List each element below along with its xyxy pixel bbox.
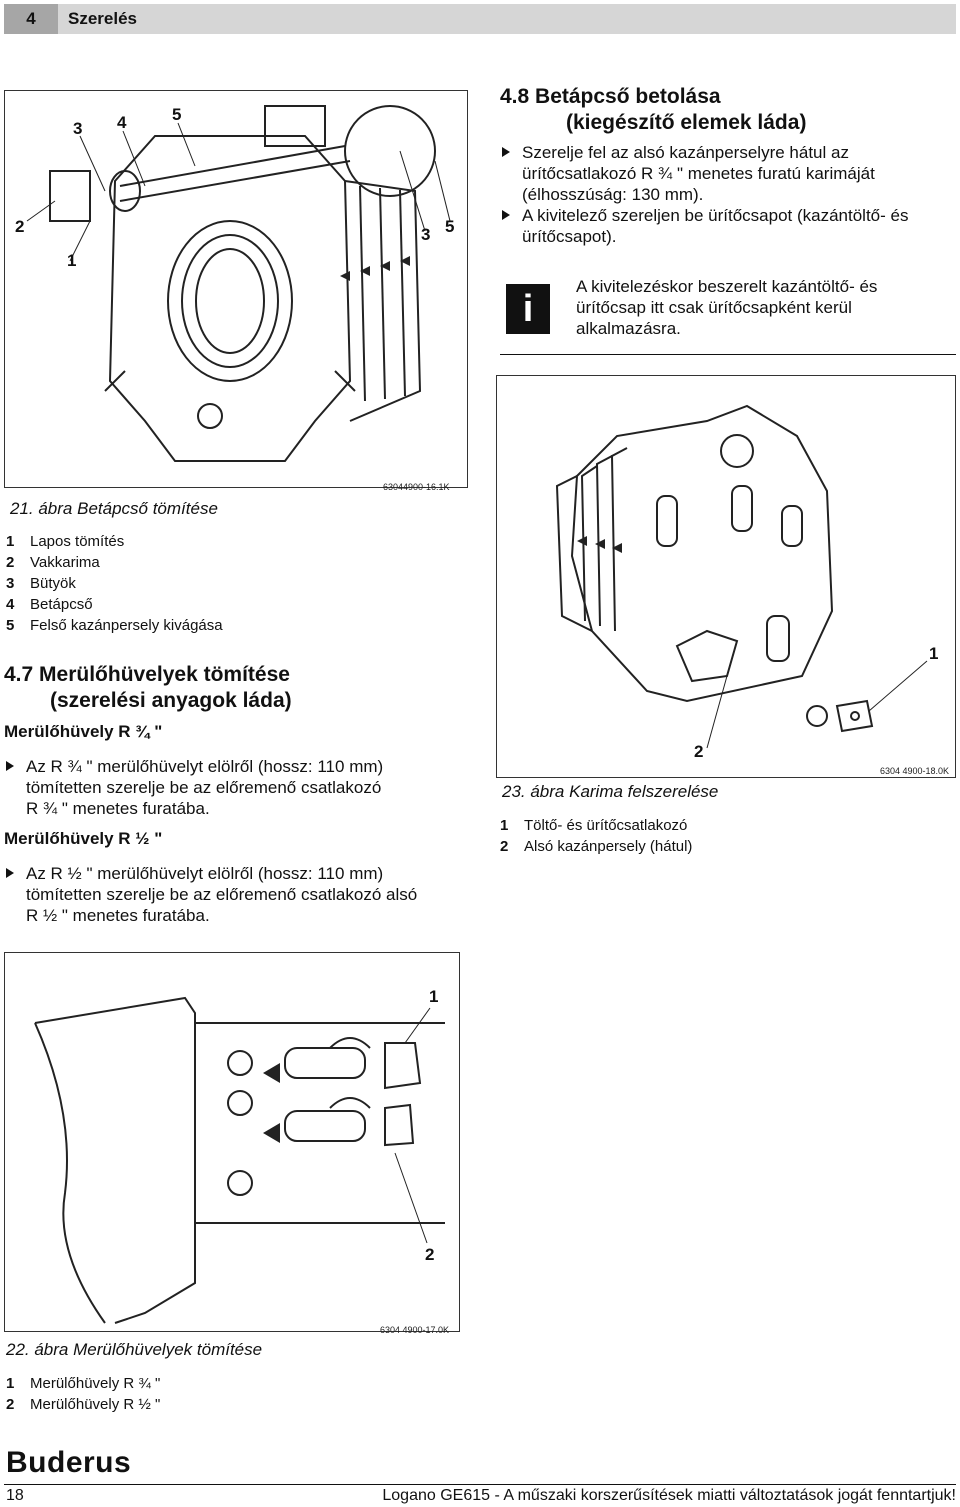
callout-1: 1	[929, 644, 939, 663]
flange-mounting-illustration	[555, 404, 928, 749]
bullet-arrow-icon	[6, 761, 14, 771]
bullet-r12: Az R ½ " merülőhüvelyt elölről (hossz: 1…	[4, 863, 474, 926]
bullet-arrow-icon	[502, 147, 510, 157]
callout-1: 1	[429, 987, 439, 1006]
figure-21-caption: 21. ábra Betápcső tömítése	[10, 499, 218, 518]
immersion-sleeve-illustration	[34, 996, 445, 1324]
subheading-r12: Merülőhüvely R ½ "	[4, 829, 163, 848]
footer-text: Logano GE615 - A műszaki korszerűsítések…	[382, 1487, 956, 1504]
footer-divider	[4, 1484, 956, 1485]
callout-4: 4	[117, 113, 127, 132]
chapter-number: 4	[4, 4, 58, 34]
figure-22-caption: 22. ábra Merülőhüvelyek tömítése	[6, 1340, 263, 1359]
callout-5b: 5	[445, 217, 455, 236]
bullet-r34: Az R ¾ " merülőhüvelyt elölről (hossz: 1…	[4, 756, 474, 819]
section-4-8-heading: 4.8 Betápcső betolása (kiegészítő elemek…	[500, 85, 807, 134]
callout-2: 2	[425, 1245, 435, 1264]
figure-23-caption: 23. ábra Karima felszerelése	[502, 782, 719, 801]
section-4-7-heading: 4.7 Merülőhüvelyek tömítése (szerelési a…	[4, 663, 292, 712]
info-text: A kivitelezéskor beszerelt kazántöltő- é…	[576, 277, 878, 338]
callout-2: 2	[694, 742, 704, 761]
callout-3: 3	[73, 119, 83, 138]
section-4-8: 4.8 Betápcső betolása (kiegészítő elemek…	[500, 84, 956, 247]
callout-1: 1	[67, 251, 77, 270]
callout-3b: 3	[421, 225, 431, 244]
bullet-arrow-icon	[502, 210, 510, 220]
info-icon: i	[506, 284, 550, 334]
figure-23-code: 6304 4900-18.0K	[880, 766, 950, 776]
figure-23-box: 1 2	[496, 375, 956, 778]
bullet-arrow-icon	[6, 868, 14, 878]
figure-22-box: 1 2	[4, 952, 460, 1332]
info-divider	[500, 354, 956, 355]
bullet-flange: Szerelje fel az alsó kazánperselyre hátu…	[500, 142, 956, 205]
chapter-title: Szerelés	[58, 4, 956, 34]
page-number: 18	[6, 1487, 24, 1504]
callout-5: 5	[172, 105, 182, 124]
figure-21-code: 63044900-16.1K	[383, 482, 450, 492]
section-4-7: 4.7 Merülőhüvelyek tömítése (szerelési a…	[4, 662, 474, 926]
figure-21-box: 3 4 5 2 1 3 5	[4, 90, 468, 488]
callout-2: 2	[15, 217, 25, 236]
figure-22-code: 6304 4900-17.0K	[380, 1325, 450, 1335]
bullet-drain-valve: A kivitelező szereljen be ürítőcsapot (k…	[500, 205, 956, 247]
subheading-r34: Merülőhüvely R ¾ "	[4, 722, 163, 741]
buderus-logo: Buderus	[6, 1446, 132, 1479]
info-note: i A kivitelezéskor beszerelt kazántöltő-…	[500, 272, 956, 356]
boiler-section-illustration	[26, 105, 451, 462]
